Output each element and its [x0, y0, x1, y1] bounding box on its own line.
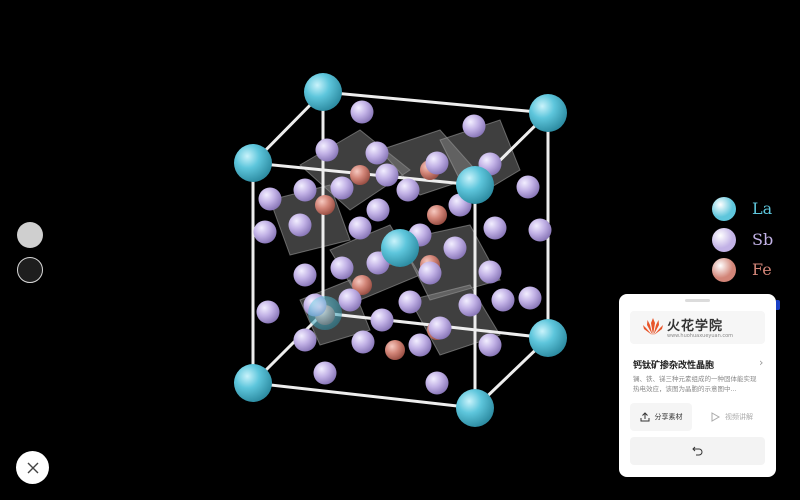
sb-atom — [348, 216, 372, 240]
sb-atom — [478, 333, 502, 357]
sb-atom — [330, 176, 354, 200]
fe-atom — [352, 275, 372, 295]
close-button[interactable] — [16, 451, 49, 484]
unit-cell-edge — [322, 90, 549, 115]
sb-atom — [528, 218, 552, 242]
legend-swatch-sb — [712, 228, 736, 252]
sb-atom — [491, 288, 515, 312]
sb-atom — [256, 300, 280, 324]
unit-cell-edge — [252, 381, 476, 410]
la-atom — [529, 94, 567, 132]
sb-atom — [518, 286, 542, 310]
legend-item-fe: Fe — [712, 258, 800, 284]
panel-edge-marker — [776, 300, 780, 310]
video-explain-button[interactable]: 视频讲解 — [699, 403, 765, 431]
legend-item-la: La — [712, 197, 800, 223]
sb-atom — [258, 187, 282, 211]
la-atom — [234, 144, 272, 182]
play-icon — [711, 412, 720, 422]
undo-icon — [692, 446, 703, 456]
share-label: 分享素材 — [654, 413, 683, 421]
brand-name: 火花学院 — [667, 319, 724, 334]
sb-atom — [443, 236, 467, 260]
la-atom — [456, 389, 494, 427]
legend-label-la: La — [752, 199, 773, 218]
sb-atom — [288, 213, 312, 237]
info-panel: 火花学院 www.huohuaxueyuan.com 钙钛矿掺杂改性晶胞 › 镧… — [619, 294, 776, 477]
sb-atom — [462, 114, 486, 138]
sb-atom — [408, 333, 432, 357]
close-icon — [27, 462, 38, 473]
panel-drag-handle[interactable] — [685, 299, 710, 302]
brand-logo: 火花学院 www.huohuaxueyuan.com — [630, 311, 765, 344]
course-description: 镧、铁、锑三种元素组成的一种固体能实现热电效应，该图为晶胞的示意图中... — [633, 375, 757, 393]
sb-atom — [478, 260, 502, 284]
fe-atom — [385, 340, 405, 360]
legend-item-sb: Sb — [712, 228, 800, 254]
sb-atom — [458, 293, 482, 317]
undo-button[interactable] — [630, 437, 765, 465]
sb-atom — [365, 141, 389, 165]
video-label: 视频讲解 — [725, 413, 753, 421]
sb-atom — [366, 198, 390, 222]
sb-atom — [253, 220, 277, 244]
sb-atom — [370, 308, 394, 332]
la-atom — [304, 73, 342, 111]
legend-swatch-fe — [712, 258, 736, 282]
la-atom — [381, 229, 419, 267]
fe-atom — [315, 195, 335, 215]
sb-atom — [315, 138, 339, 162]
sb-atom — [313, 361, 337, 385]
share-button[interactable]: 分享素材 — [630, 403, 692, 431]
fe-atom — [427, 205, 447, 225]
sb-atom — [293, 263, 317, 287]
fe-atom — [350, 165, 370, 185]
sb-atom — [428, 316, 452, 340]
sb-atom — [425, 151, 449, 175]
brand-url: www.huohuaxueyuan.com — [667, 333, 734, 339]
dark-background-button[interactable] — [17, 257, 43, 283]
sb-atom — [338, 288, 362, 312]
light-background-button[interactable] — [17, 222, 43, 248]
legend-swatch-la — [712, 197, 736, 221]
chevron-right-icon[interactable]: › — [759, 356, 764, 369]
sb-atom — [483, 216, 507, 240]
sb-atom — [350, 100, 374, 124]
sb-atom — [516, 175, 540, 199]
legend-label-fe: Fe — [752, 260, 772, 279]
sb-atom — [375, 163, 399, 187]
sb-atom — [351, 330, 375, 354]
la-atom — [308, 296, 342, 330]
sb-atom — [418, 261, 442, 285]
sb-atom — [330, 256, 354, 280]
la-atom — [529, 319, 567, 357]
sb-atom — [425, 371, 449, 395]
legend-label-sb: Sb — [752, 230, 774, 249]
la-atom — [456, 166, 494, 204]
share-upload-icon — [640, 412, 649, 422]
sb-atom — [293, 328, 317, 352]
brand-flame-icon — [643, 318, 663, 335]
course-title[interactable]: 钙钛矿掺杂改性晶胞 — [633, 361, 715, 371]
la-atom — [234, 364, 272, 402]
sb-atom — [293, 178, 317, 202]
sb-atom — [396, 178, 420, 202]
sb-atom — [398, 290, 422, 314]
